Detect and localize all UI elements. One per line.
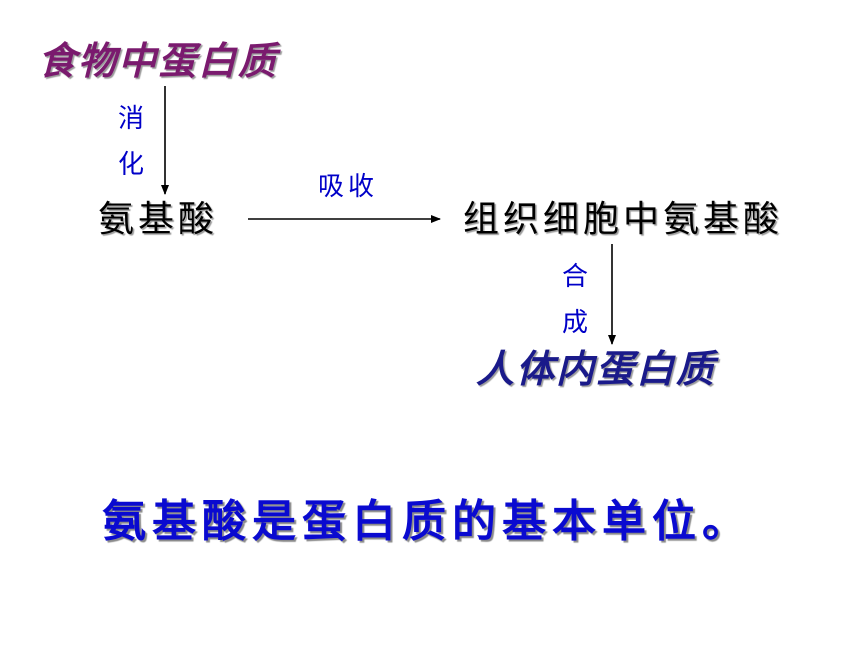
human-protein-node: 人体内蛋白质 [476,347,717,391]
amino-acid-node: 氨基酸 [98,199,219,240]
absorb-label: 吸收 [318,172,379,202]
food-protein-node: 食物中蛋白质 [38,39,279,83]
digest-label: 消化 [118,104,145,180]
synthesis-label: 合成 [562,262,589,338]
tissue-amino-acid-node: 组织细胞中氨基酸 [463,199,784,240]
conclusion-statement: 氨基酸是蛋白质的基本单位。 [102,496,752,547]
